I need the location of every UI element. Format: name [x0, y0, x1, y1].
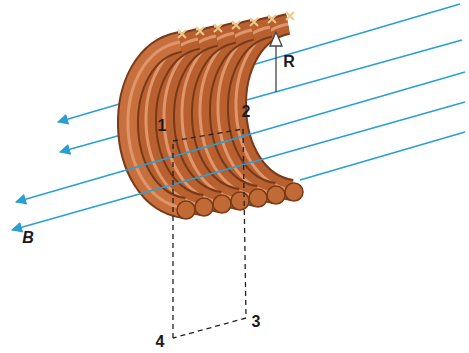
corner-label: 3: [252, 314, 261, 330]
wire-end: [231, 192, 249, 210]
coil-turns: [128, 12, 303, 219]
corner-label: 1: [158, 118, 167, 134]
wire-end: [177, 201, 195, 219]
wire-end: [285, 183, 303, 201]
current-into-page: [250, 18, 258, 26]
current-into-page: [268, 15, 276, 23]
amperian-loop: [173, 129, 246, 338]
radius-label: R: [283, 54, 295, 70]
corner-label: 4: [156, 334, 165, 350]
current-into-page: [196, 27, 204, 35]
current-into-page: [178, 30, 186, 38]
wire-end: [249, 189, 267, 207]
wire-end: [267, 186, 285, 204]
field-lines-front: [12, 72, 465, 230]
current-into-page: [232, 21, 240, 29]
wire-end: [195, 198, 213, 216]
radius-arrow: [270, 32, 282, 92]
current-into-page: [286, 12, 294, 20]
corner-label: 2: [242, 104, 251, 120]
current-into-page: [214, 24, 222, 32]
field-label: B: [22, 230, 34, 246]
wire-end: [213, 195, 231, 213]
